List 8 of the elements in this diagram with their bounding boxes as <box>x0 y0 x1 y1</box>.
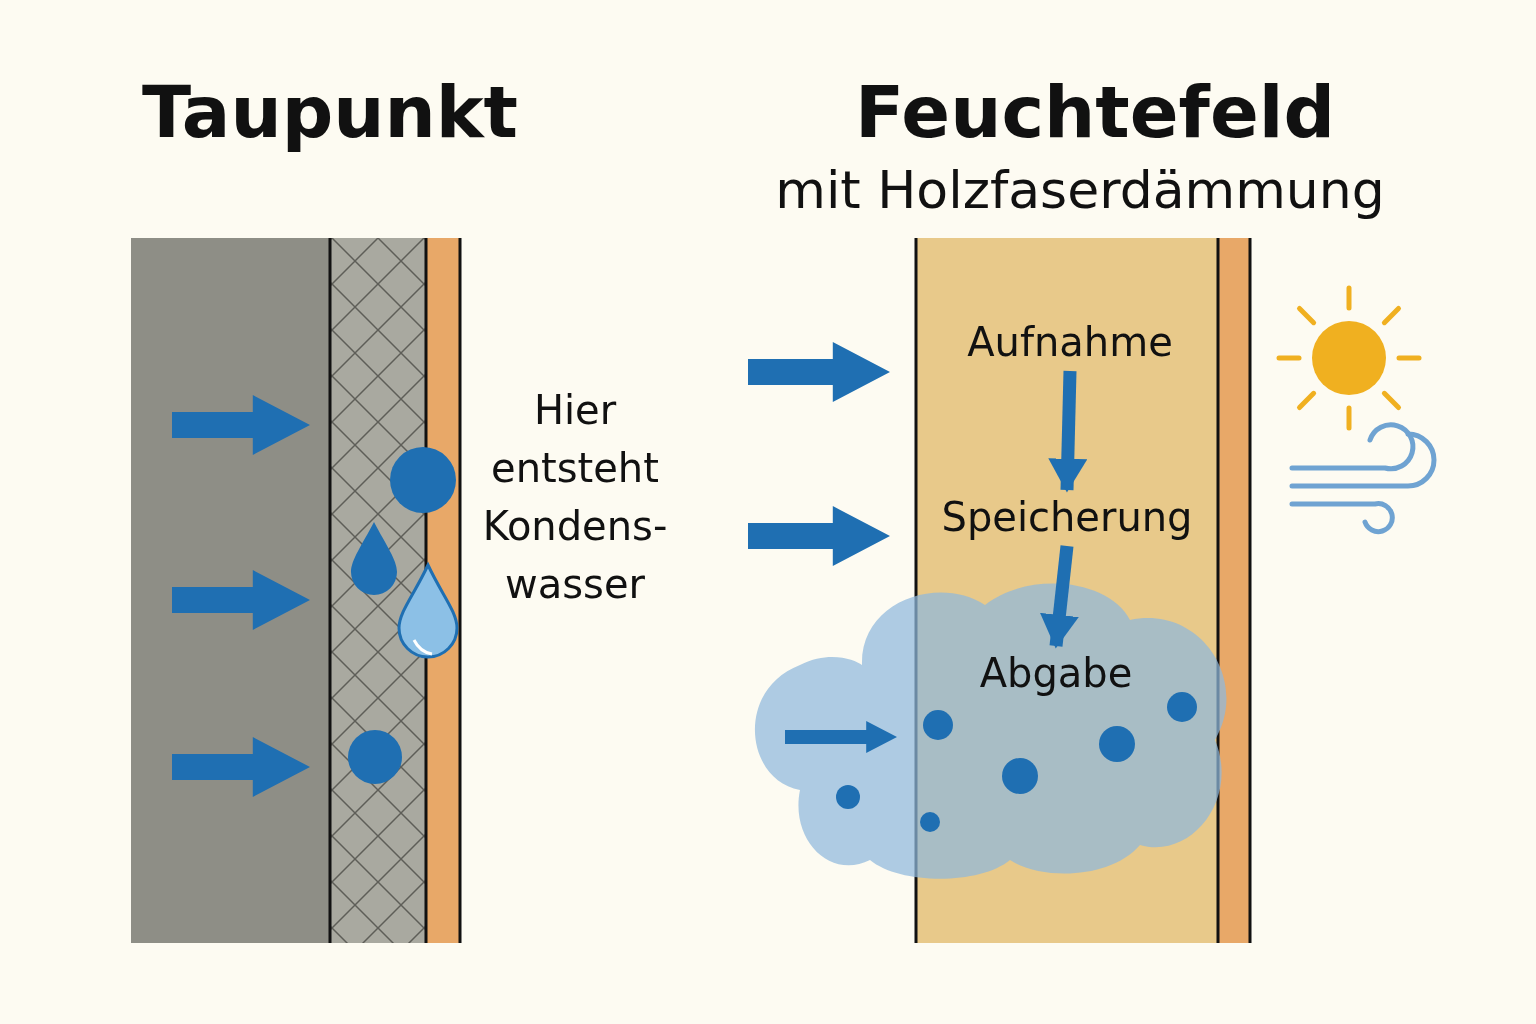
annotation-text: Hier entsteht Kondens- wasser <box>481 386 669 609</box>
process-step-label: Abgabe <box>975 648 1137 698</box>
arrow <box>1048 370 1088 493</box>
subheading: mit Holzfaserdämmung <box>775 160 1385 220</box>
process-step-label: Speicherung <box>937 492 1197 542</box>
heading: Feuchtefeld <box>855 70 1335 154</box>
process-step-label: Aufnahme <box>963 317 1177 367</box>
heading: Taupunkt <box>142 70 518 154</box>
